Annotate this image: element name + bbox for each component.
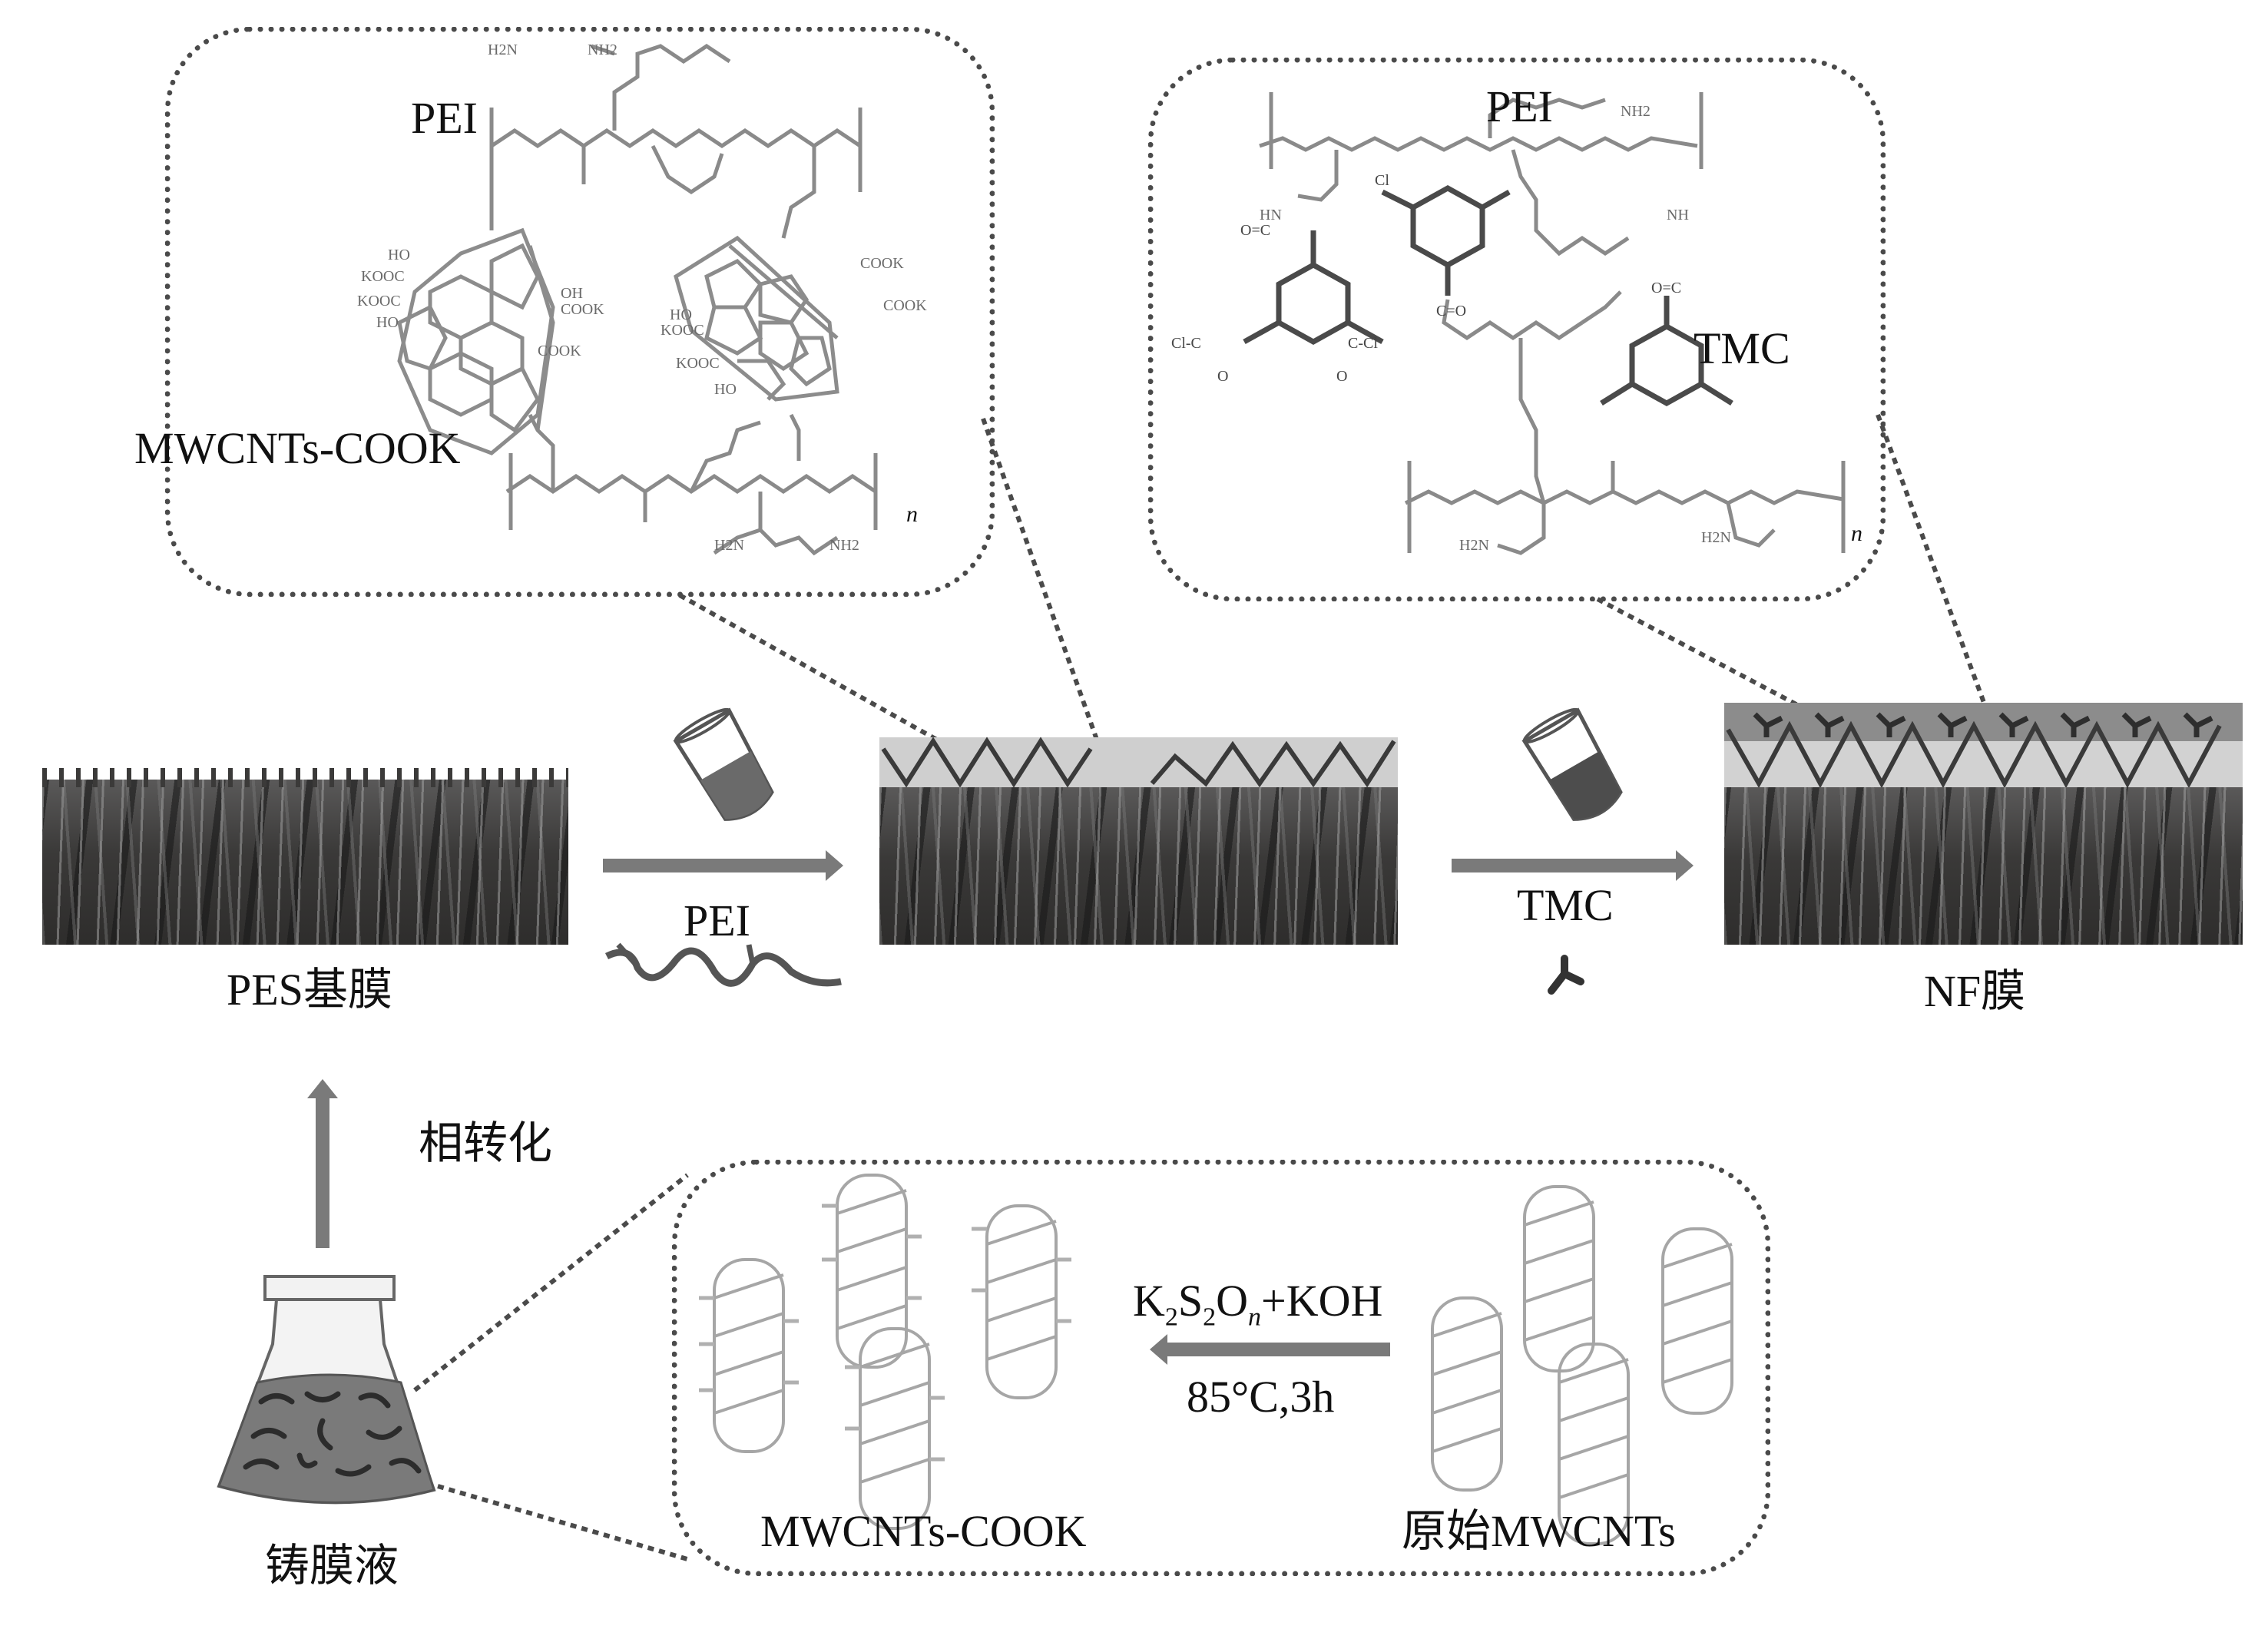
porous-structure — [879, 787, 1398, 945]
repeat-unit-n-right: n — [1851, 521, 1862, 546]
pei-layer — [879, 737, 1398, 790]
mwcnts-cook-label-left-inset: MWCNTs-COOK — [134, 423, 461, 473]
reagent-sub-n: n — [1248, 1303, 1262, 1332]
beaker-tmc-icon — [1521, 707, 1623, 821]
nf-membrane-label: NF膜 — [1924, 966, 2026, 1016]
group-label: NH — [1667, 207, 1689, 224]
pei-label-right-inset: PEI — [1486, 81, 1553, 131]
tmc-molecule-icon — [1548, 955, 1584, 995]
group-label: COOK — [561, 301, 604, 318]
pei-tmc-structure-inset — [1148, 58, 1886, 601]
pei-label-left-inset: PEI — [411, 93, 478, 143]
group-label: HO — [670, 306, 692, 323]
group-label: COOK — [883, 297, 927, 314]
group-label: COOK — [860, 255, 904, 272]
group-label: O — [1217, 368, 1229, 385]
cnt-tubes-functionalized — [699, 1174, 1071, 1530]
pei-chain-icon — [604, 947, 842, 987]
group-label: Cl — [1375, 172, 1389, 189]
process-arrows — [307, 850, 1694, 1365]
pei-sublayer — [1724, 741, 2243, 787]
pei-cnt-structure-inset — [165, 27, 995, 597]
nf-membrane — [1724, 787, 2243, 945]
group-label: KOOC — [357, 293, 401, 310]
cnt-functionalization-inset — [672, 1160, 1770, 1576]
pei-coated-membrane — [879, 787, 1398, 945]
reaction-reagent-label: K2S2On+KOH — [1133, 1279, 1382, 1331]
tmc-reagent-label: TMC — [1517, 880, 1614, 930]
pei-reagent-label: PEI — [684, 896, 750, 945]
group-label: NH2 — [1621, 103, 1651, 120]
pei-backbone-top-right — [1259, 92, 1703, 257]
group-label: KOOC — [361, 268, 405, 285]
reagent-sub: 2 — [1203, 1303, 1217, 1332]
group-label: KOOC — [676, 355, 720, 372]
reagent-s: S — [1177, 1276, 1204, 1326]
pristine-mwcnts-label: 原始MWCNTs — [1402, 1506, 1676, 1556]
group-label: C=O — [1436, 303, 1467, 320]
beaker-pei-icon — [673, 707, 774, 821]
porous-structure — [42, 780, 568, 945]
repeat-unit-n-left: n — [906, 502, 918, 527]
group-label: O=C — [1240, 222, 1271, 239]
porous-structure — [1724, 787, 2243, 945]
pei-backbone-bottom-left — [505, 413, 878, 556]
phase-inversion-label: 相转化 — [419, 1118, 553, 1168]
casting-solution-label: 铸膜液 — [265, 1541, 399, 1591]
mwcnt-cooh-right — [674, 235, 839, 402]
group-label: O=C — [1651, 280, 1682, 296]
pes-support-membrane — [42, 780, 568, 945]
group-label: H2N — [714, 537, 744, 554]
pei-backbone-top-left — [489, 43, 863, 239]
mwcnt-cooh-left — [397, 227, 555, 455]
group-label: KOOC — [661, 322, 704, 339]
reagent-k: K — [1133, 1276, 1165, 1326]
group-label: NH2 — [588, 41, 617, 58]
group-label: O — [1336, 368, 1348, 385]
group-label: H2N — [488, 41, 518, 58]
tmc-polyamide-layer — [1724, 703, 2243, 741]
cnt-tubes-pristine — [1431, 1185, 1733, 1545]
tmc-label-right-inset: TMC — [1694, 323, 1790, 373]
group-label: HN — [1260, 207, 1282, 224]
reaction-conditions-label: 85°C,3h — [1187, 1372, 1335, 1422]
group-label: HO — [388, 247, 410, 263]
group-label: NH2 — [829, 537, 859, 554]
reagent-koh: +KOH — [1261, 1276, 1383, 1326]
group-label: Cl-C — [1171, 335, 1201, 352]
group-label: COOK — [538, 343, 581, 359]
pes-membrane-label: PES基膜 — [227, 965, 392, 1015]
tmc-rings — [1243, 184, 1733, 407]
casting-solution-flask-icon — [217, 1275, 436, 1505]
group-label: OH — [561, 285, 583, 302]
group-label: HO — [714, 381, 737, 398]
reagent-o: O — [1216, 1276, 1249, 1326]
mwcnts-cook-product-label: MWCNTs-COOK — [760, 1506, 1087, 1556]
group-label: H2N — [1701, 529, 1731, 546]
pes-surface-fibers — [42, 768, 568, 787]
group-label: HO — [376, 314, 399, 331]
reagent-sub: 2 — [1164, 1303, 1178, 1332]
group-label: H2N — [1459, 537, 1489, 554]
group-label: C-Cl — [1348, 335, 1378, 352]
